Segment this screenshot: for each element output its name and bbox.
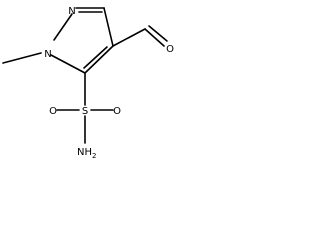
atom-label-sulfur: S — [82, 106, 88, 117]
amine-nh: NH — [77, 147, 92, 158]
atom-label-aldehyde-o: O — [166, 44, 174, 55]
bond-c3-c4 — [103, 7, 114, 47]
atom-label-sulfonyl-o-right: O — [113, 106, 121, 117]
atom-label-sulfonyl-o-left: O — [49, 106, 57, 117]
bond-n1-methyl — [2, 52, 42, 64]
bond-c4-cho — [112, 28, 146, 47]
atom-label-n2: N — [68, 6, 75, 17]
atom-label-amine: NH2 — [77, 147, 96, 160]
bond-n1-n2 — [53, 13, 73, 41]
bond-c4-c5-double-inner — [83, 46, 108, 69]
bond-cho-o-double-outer — [144, 28, 165, 47]
structure-diagram: N N O S O O NH2 — [0, 0, 178, 161]
bond-c5-n1 — [50, 54, 86, 74]
bond-c4-c5-double-outer — [84, 45, 114, 74]
atom-label-n1: N — [44, 49, 51, 60]
bond-cho-o-double-inner — [148, 25, 168, 42]
amine-subscript: 2 — [92, 152, 96, 160]
molecule-drawing: N N O S O O NH2 — [2, 6, 174, 160]
